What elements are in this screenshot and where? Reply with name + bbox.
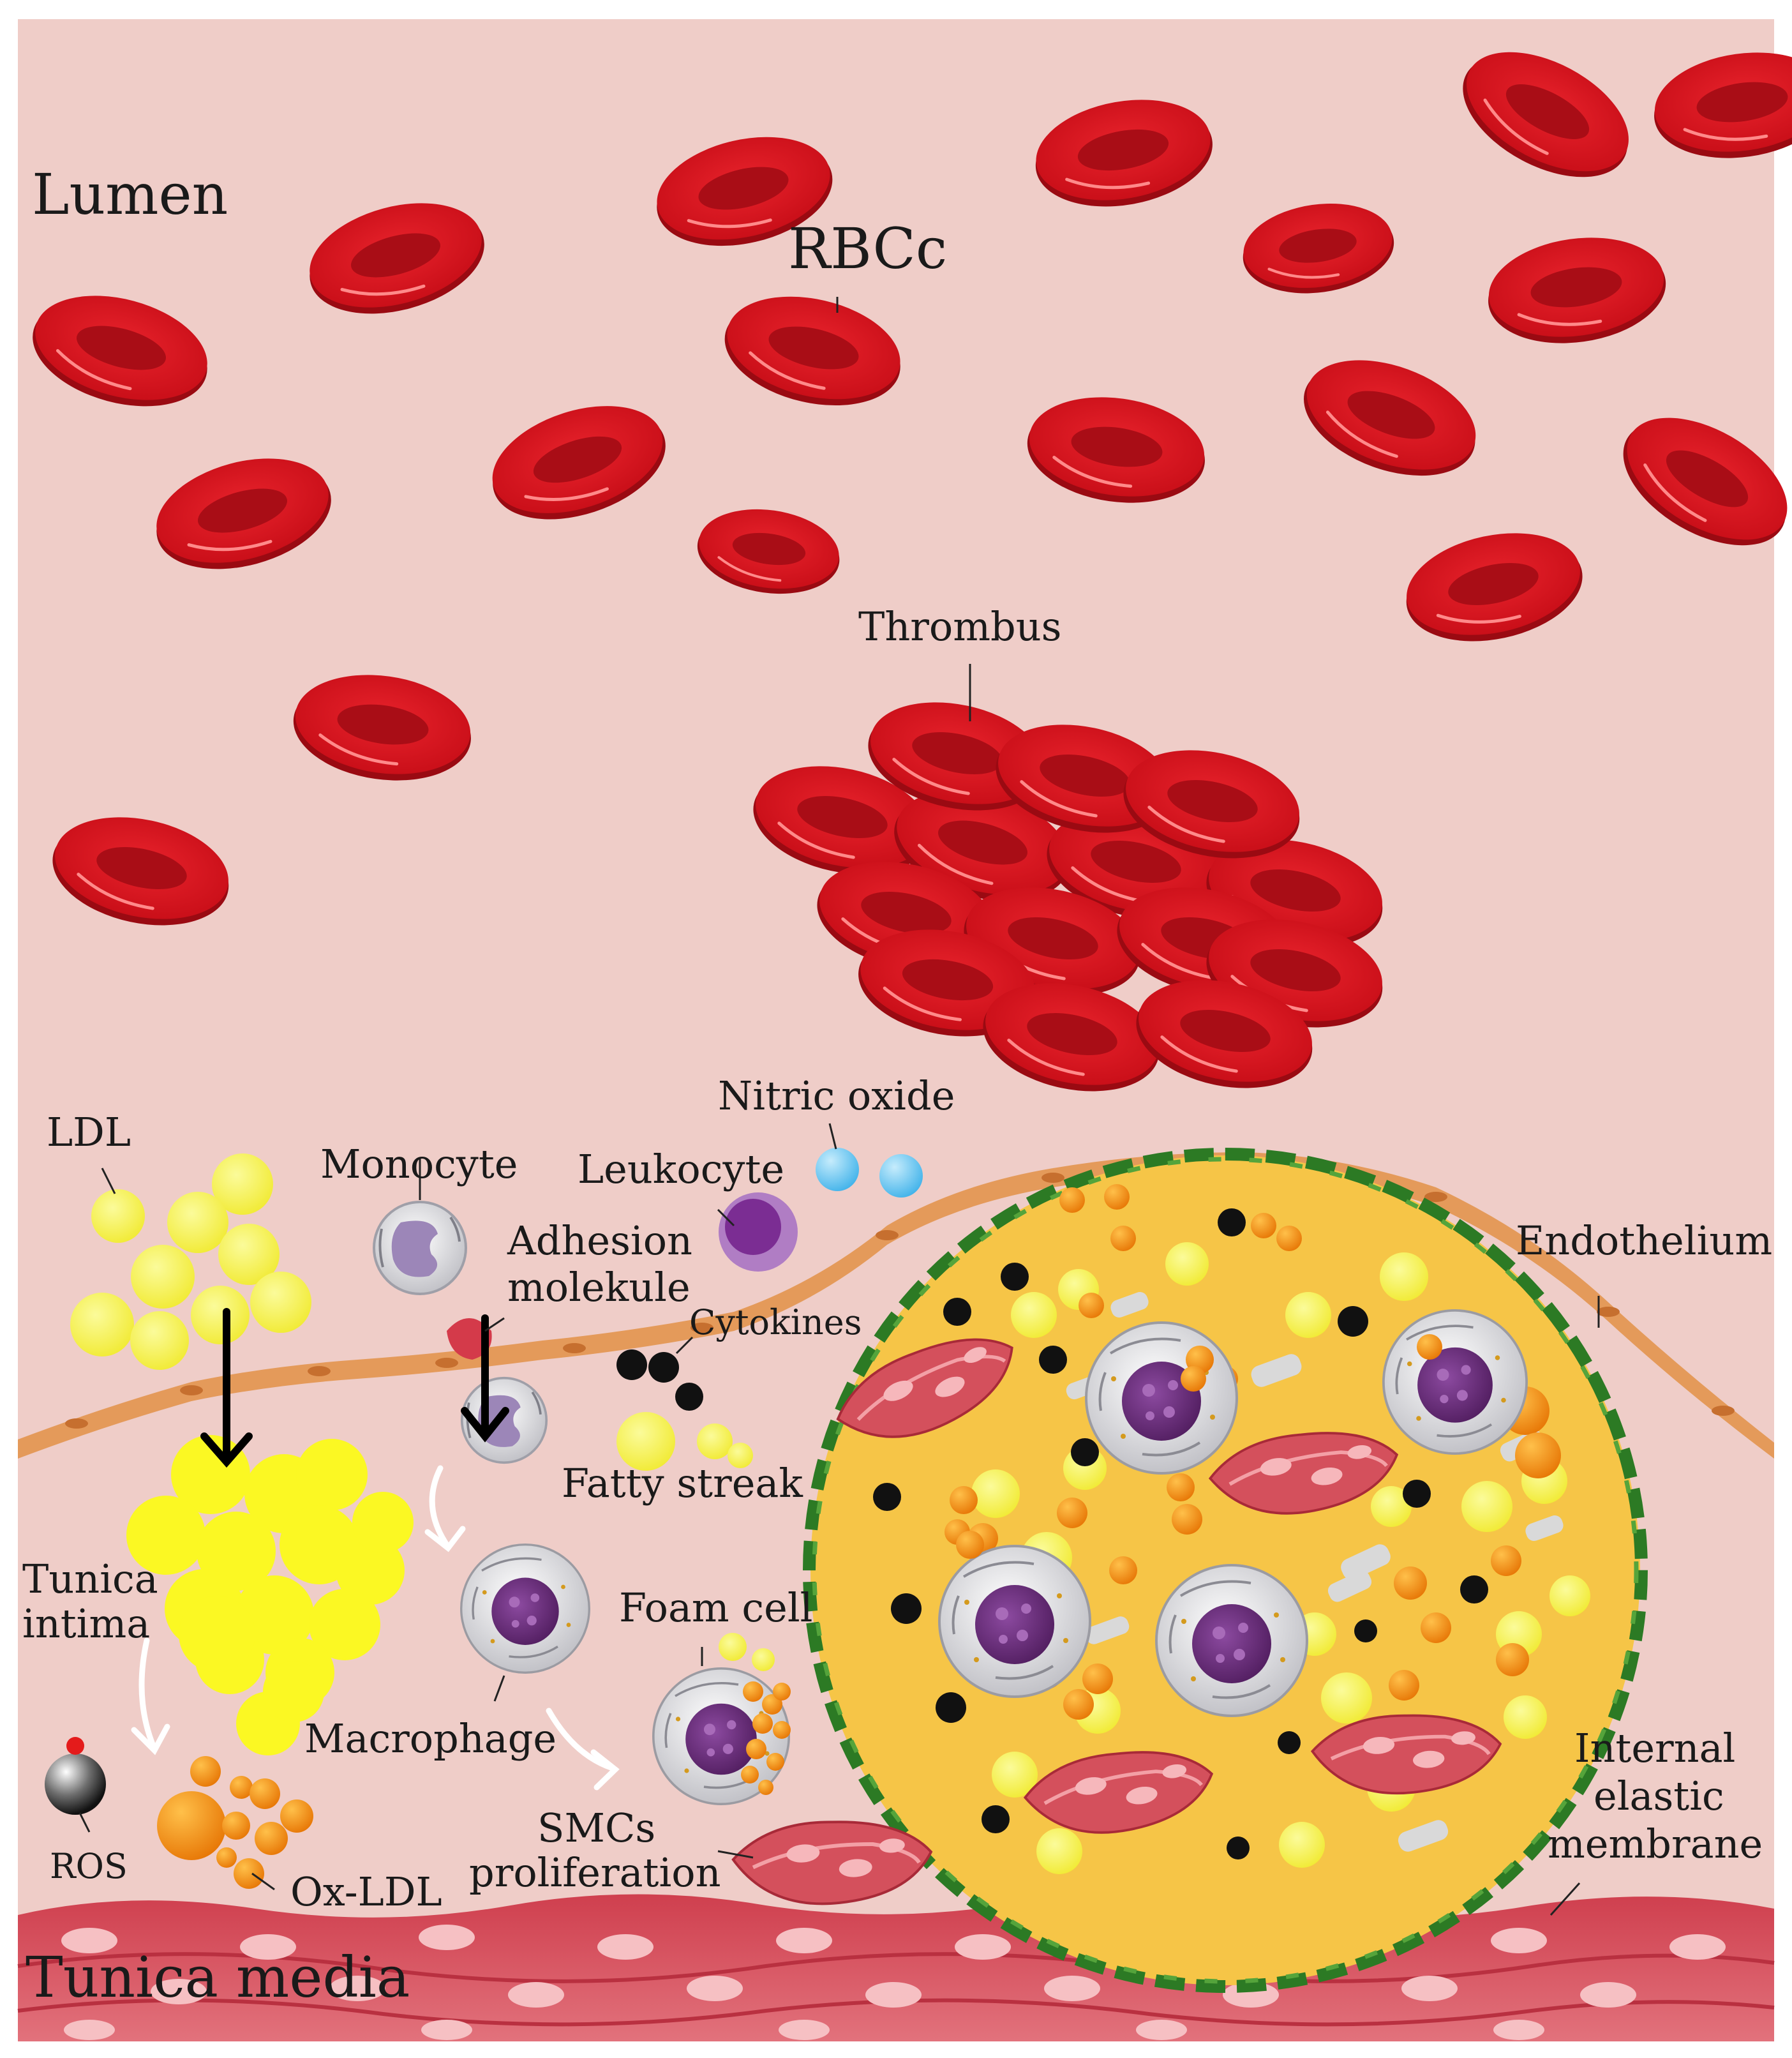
internal-elastic-membrane-label-line2: elastic: [1594, 1773, 1724, 1819]
ros-label: ROS: [50, 1846, 128, 1886]
foam-cell: [652, 1633, 791, 1805]
ldl-label: LDL: [47, 1109, 131, 1155]
monocyte-migration-arrowhead: [461, 1407, 509, 1443]
oxidation-arrow: [138, 1637, 156, 1749]
smcs-proliferation-label-line1: SMCs: [537, 1805, 655, 1851]
cytokine-particles: [616, 1349, 703, 1411]
tunica-media-label: Tunica media: [26, 1944, 410, 2010]
tunica-intima-label-line1: Tunica: [22, 1556, 158, 1602]
smcs-proliferation-label-line2: proliferation: [469, 1849, 721, 1896]
ldl-particles: [70, 1153, 311, 1370]
internal-elastic-membrane-label-line3: membrane: [1548, 1821, 1763, 1867]
fatty-streak-mass: [126, 1435, 414, 1755]
ros-particle: [45, 1737, 106, 1815]
labels: Lumen RBCc Thrombus Nitric oxide LDL Mon…: [22, 161, 1772, 2010]
atherosclerotic-plaque: [803, 1148, 1648, 1993]
leukocyte-cell: [719, 1192, 798, 1272]
monocyte-cells: [373, 1201, 548, 1464]
thrombus-label: Thrombus: [858, 603, 1061, 650]
monocyte-label: Monocyte: [320, 1141, 518, 1187]
monocyte-to-macrophage-arrow: [429, 1465, 450, 1548]
rbcc-label: RBCc: [788, 216, 947, 282]
ox-ldl-label: Ox-LDL: [290, 1868, 442, 1915]
ox-ldl-particles: [157, 1756, 313, 1889]
adhesion-molecule-label-line1: Adhesion: [507, 1217, 692, 1264]
fatty-streak-label: Fatty streak: [562, 1460, 803, 1506]
lumen-label: Lumen: [32, 161, 228, 227]
nitric-oxide-molecules: [816, 1148, 923, 1198]
ldl-entry-arrowhead: [200, 1432, 253, 1468]
macrophage-cell: [460, 1543, 590, 1674]
macrophage-to-foam-arrow: [546, 1708, 616, 1771]
adhesion-molecule: [447, 1318, 492, 1360]
adhesion-molecule-label-line2: molekule: [507, 1264, 691, 1311]
fatty-streak-particles: [616, 1412, 753, 1471]
endothelium-label: Endothelium: [1516, 1217, 1772, 1264]
label-leader-lines: [78, 297, 1600, 1916]
arrows: [131, 1308, 620, 1791]
nitric-oxide-label: Nitric oxide: [718, 1072, 955, 1119]
internal-elastic-membrane-label-line1: Internal: [1574, 1725, 1735, 1771]
foam-cell-label: Foam cell: [619, 1584, 813, 1631]
tunica-intima-label-line2: intima: [22, 1600, 150, 1647]
leukocyte-label: Leukocyte: [578, 1146, 784, 1192]
cytokines-label: Cytokines: [689, 1302, 862, 1342]
macrophage-label: Macrophage: [304, 1715, 556, 1762]
